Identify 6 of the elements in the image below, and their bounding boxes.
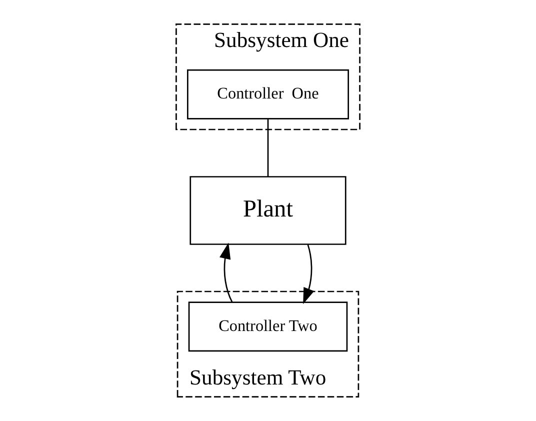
arrow [220,242,233,303]
node-box: Controller One [187,69,349,120]
arrow [303,244,314,304]
connector [267,119,269,177]
node-box: Controller Two [188,302,348,352]
node-box: Plant [190,176,346,245]
